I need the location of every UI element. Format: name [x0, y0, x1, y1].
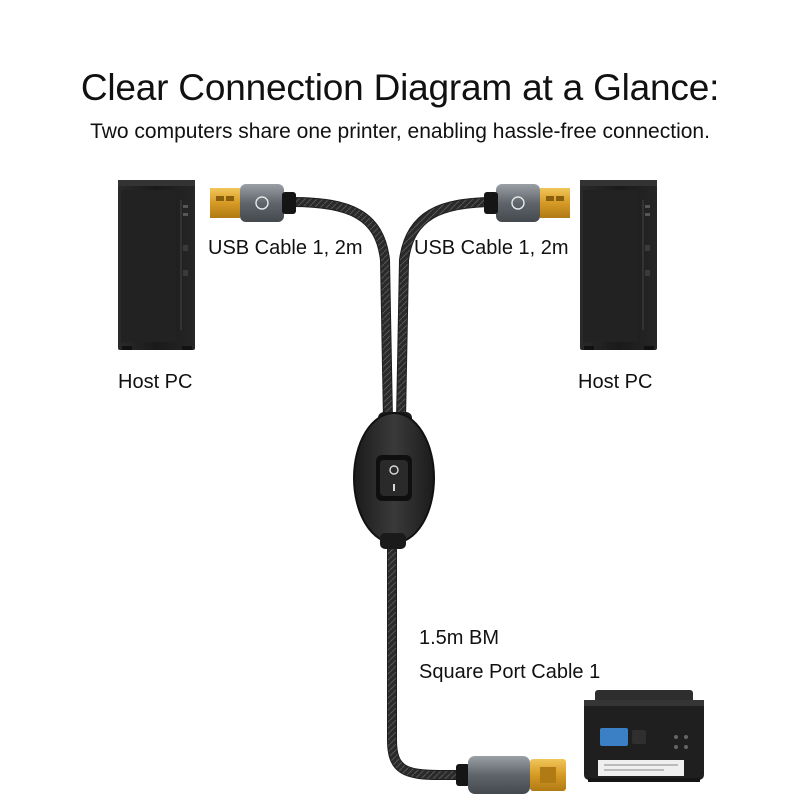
host-pc-right-label: Host PC: [578, 369, 652, 395]
bm-cable-label-line1: 1.5m BM: [419, 625, 499, 651]
host-pc-left-tower: [118, 180, 195, 350]
power-off-symbol-icon: [393, 484, 395, 491]
printer-screen-icon: [600, 728, 628, 746]
usb-b-connector: [456, 756, 566, 794]
printer: [584, 690, 704, 782]
host-pc-left-label: Host PC: [118, 369, 192, 395]
usb-a-connector-left: [210, 184, 296, 222]
usb-cable-right-label: USB Cable 1, 2m: [414, 235, 569, 261]
host-pc-right-tower: [580, 180, 657, 350]
usb-cable-left-label: USB Cable 1, 2m: [208, 235, 363, 261]
usb-a-connector-right: [484, 184, 570, 222]
bm-cable-label-line2: Square Port Cable 1: [419, 659, 600, 685]
inline-switch: [354, 412, 434, 549]
